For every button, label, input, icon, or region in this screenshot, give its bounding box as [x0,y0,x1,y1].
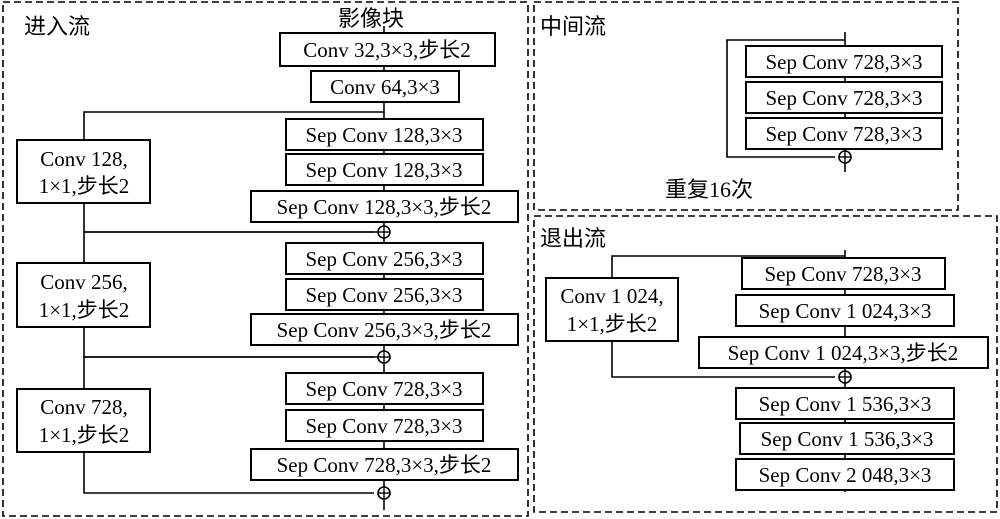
middle-sep728-c-block: Sep Conv 728,3×3 [745,117,943,150]
middle-sep728-b-label: Sep Conv 728,3×3 [765,86,922,110]
entry-residual-conv128-line2: 1×1,步长2 [39,174,130,198]
entry-conv64-label: Conv 64,3×3 [330,75,440,99]
entry-sep128-c-label: Sep Conv 128,3×3,步长2 [277,195,492,219]
middle-repeat-label: 重复16次 [665,177,753,202]
exit-sep1536-b-label: Sep Conv 1 536,3×3 [761,427,934,451]
entry-sep728-c-block: Sep Conv 728,3×3,步长2 [250,448,519,481]
entry-residual-conv128-block: Conv 128, 1×1,步长2 [16,139,151,204]
entry-residual-conv728-line2: 1×1,步长2 [39,423,130,447]
entry-residual-conv128-line1: Conv 128, [40,147,128,171]
entry-sep256-c-label: Sep Conv 256,3×3,步长2 [277,318,492,342]
exit-sep1536-a-label: Sep Conv 1 536,3×3 [759,392,932,416]
exit-residual-conv1024-line1: Conv 1 024, [560,284,663,308]
entry-sep728-a-block: Sep Conv 728,3×3 [285,372,484,405]
entry-sep128-a-label: Sep Conv 128,3×3 [305,123,462,147]
exit-sep1536-a-block: Sep Conv 1 536,3×3 [735,387,955,420]
exit-add-node [838,370,852,384]
exit-residual-conv1024-line2: 1×1,步长2 [567,312,658,336]
middle-sep728-b-block: Sep Conv 728,3×3 [745,81,943,114]
middle-add-node [838,150,852,164]
entry-sep256-b-label: Sep Conv 256,3×3 [305,283,462,307]
entry-residual-conv728-block: Conv 728, 1×1,步长2 [16,388,151,453]
entry-residual-conv256-line1: Conv 256, [40,270,128,294]
entry-sep128-b-label: Sep Conv 128,3×3 [305,158,462,182]
entry-add-node-3 [377,486,391,500]
entry-conv32-block: Conv 32,3×3,步长2 [279,32,496,67]
entry-residual-conv256-line2: 1×1,步长2 [39,298,130,322]
entry-sep256-a-label: Sep Conv 256,3×3 [305,247,462,271]
middle-flow-title: 中间流 [540,14,606,39]
middle-sep728-a-block: Sep Conv 728,3×3 [745,45,943,78]
middle-flow-frame [533,1,959,211]
exit-sep1024-b-block: Sep Conv 1 024,3×3,步长2 [698,336,989,369]
entry-sep128-b-block: Sep Conv 128,3×3 [285,153,484,186]
exit-sep728-block: Sep Conv 728,3×3 [741,257,946,290]
entry-sep128-c-block: Sep Conv 128,3×3,步长2 [250,190,519,223]
exit-flow-title: 退出流 [540,226,606,251]
exit-sep2048-block: Sep Conv 2 048,3×3 [735,458,955,491]
entry-residual-conv256-block: Conv 256, 1×1,步长2 [16,262,151,328]
entry-sep256-c-block: Sep Conv 256,3×3,步长2 [250,313,519,346]
entry-conv32-label: Conv 32,3×3,步长2 [303,38,471,62]
entry-sep728-b-label: Sep Conv 728,3×3 [305,414,462,438]
exit-sep728-label: Sep Conv 728,3×3 [764,262,921,286]
entry-flow-title: 进入流 [24,14,90,39]
entry-sep256-a-block: Sep Conv 256,3×3 [285,242,484,275]
entry-sep728-a-label: Sep Conv 728,3×3 [305,377,462,401]
entry-input-label: 影像块 [338,6,404,31]
exit-sep1024-b-label: Sep Conv 1 024,3×3,步长2 [728,341,959,365]
exit-residual-conv1024-block: Conv 1 024, 1×1,步长2 [545,277,679,342]
entry-conv64-block: Conv 64,3×3 [310,70,460,103]
entry-sep728-c-label: Sep Conv 728,3×3,步长2 [277,453,492,477]
exit-sep1024-a-label: Sep Conv 1 024,3×3 [759,299,932,323]
middle-sep728-c-label: Sep Conv 728,3×3 [765,122,922,146]
exit-flow-frame [533,215,998,513]
exit-sep2048-label: Sep Conv 2 048,3×3 [759,463,932,487]
entry-sep256-b-block: Sep Conv 256,3×3 [285,278,484,311]
exit-sep1024-a-block: Sep Conv 1 024,3×3 [735,294,955,327]
entry-add-node-1 [377,225,391,239]
entry-sep128-a-block: Sep Conv 128,3×3 [285,118,484,151]
entry-add-node-2 [377,350,391,364]
middle-sep728-a-label: Sep Conv 728,3×3 [765,50,922,74]
exit-sep1536-b-block: Sep Conv 1 536,3×3 [739,422,955,455]
entry-residual-conv728-line1: Conv 728, [40,395,128,419]
entry-sep728-b-block: Sep Conv 728,3×3 [285,409,484,442]
entry-flow-frame [2,1,529,517]
